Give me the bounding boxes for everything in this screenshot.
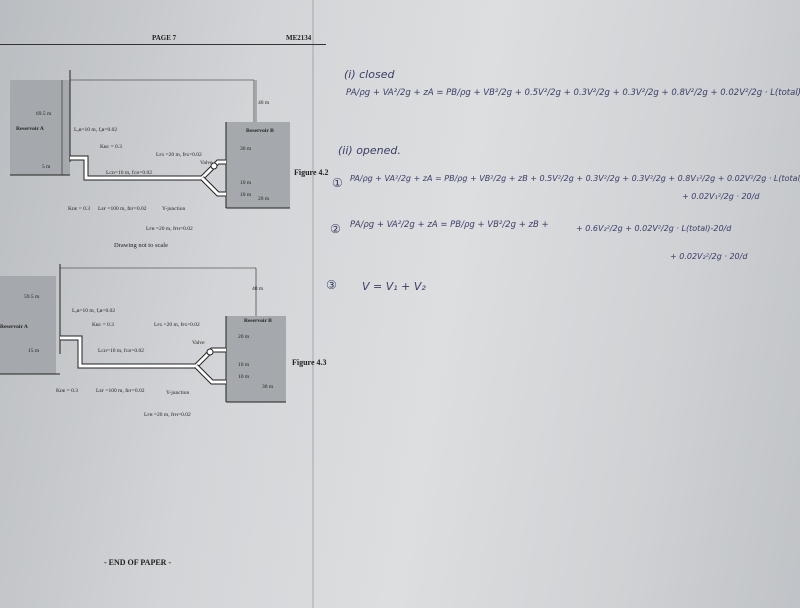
reservoir-b-label: Reservoir B: [244, 318, 272, 324]
closed-equation: PA/ρg + VA²/2g + zA = PB/ρg + VB²/2g + 0…: [346, 88, 800, 98]
pipe-a-to-e: [60, 335, 94, 369]
opened-heading: (ii) opened.: [338, 144, 401, 157]
header-rule: [0, 44, 326, 45]
eq1-number: ①: [332, 176, 343, 190]
closed-heading: (i) closed: [344, 68, 395, 81]
eq2-right: + 0.6V₂²/2g + 0.02V²/2g · L(total)-20/d: [576, 224, 732, 233]
reservoir-a-label: Reservoir A: [16, 126, 44, 132]
depth-a-label: 15 m: [28, 348, 40, 354]
b20-label: 20 m: [238, 334, 250, 340]
b30-label: 30 m: [262, 384, 274, 390]
scale-note: Drawing not to scale: [114, 242, 168, 249]
kde-label: Kᴅᴇ = 0.3: [68, 206, 91, 212]
yjunction-label: Y-junction: [162, 206, 186, 212]
lef-label: Lᴇғ =100 m, fᴇғ=0.02: [96, 388, 145, 394]
b20-label: 20 m: [258, 196, 270, 202]
reservoir-a-water: [0, 276, 56, 374]
figure-4-3-caption: Figure 4.3: [292, 358, 327, 367]
lcd-label: Lᴄᴅ=10 m, fᴄᴅ=0.02: [106, 170, 152, 176]
kbc-label: Kʙᴄ = 0.3: [100, 144, 122, 150]
lcd-label: Lᴄᴅ=10 m, fᴄᴅ=0.02: [98, 348, 144, 354]
eq1: PA/ρg + VA²/2g + zA = PB/ρg + VB²/2g + z…: [350, 174, 800, 183]
end-of-paper: - END OF PAPER -: [104, 558, 172, 567]
lfh-label: Lғʜ =20 m, fғʜ=0.02: [144, 412, 191, 418]
page-number: PAGE 7: [152, 34, 177, 42]
kde-label: Kᴅᴇ = 0.3: [56, 388, 79, 394]
reservoir-b-label: Reservoir B: [246, 128, 274, 134]
eq3: V = V₁ + V₂: [362, 280, 426, 293]
figure-4-2-diagram: [10, 70, 290, 209]
height-a-label: 59.5 m: [24, 294, 40, 300]
lfg-label: Lғɢ =20 m, fғɢ=0.02: [156, 152, 202, 158]
valve-label: Valve: [192, 340, 205, 346]
reservoir-a-label: Reservoir A: [0, 324, 28, 330]
lab-label: Lₐʙ=10 m, fₐʙ=0.02: [74, 127, 118, 133]
b10b-label: 10 m: [238, 374, 250, 380]
kbc-label: Kʙᴄ = 0.3: [92, 322, 114, 328]
reservoir-b-water: [226, 122, 290, 208]
eq2-left: PA/ρg + VA²/2g + zA = PB/ρg + VB²/2g + z…: [350, 220, 549, 230]
lfh-label: Lғʜ =20 m, fғʜ=0.02: [146, 226, 193, 232]
b10a-label: 10 m: [240, 180, 252, 186]
course-code: ME2134: [286, 34, 312, 42]
reservoir-b-water: [226, 316, 286, 402]
valve-icon: [210, 162, 218, 170]
eq2-tail: + 0.02V₂²/2g · 20/d: [670, 252, 748, 261]
gap-b-label: 40 m: [258, 100, 270, 106]
paper-fold: [312, 0, 314, 608]
eq1-tail: + 0.02V₁²/2g · 20/d: [682, 192, 760, 201]
valve-icon: [206, 348, 214, 356]
lef-label: Lᴇғ =100 m, fᴇғ=0.02: [98, 206, 147, 212]
eq2-number: ②: [330, 222, 341, 236]
b10a-label: 10 m: [238, 362, 250, 368]
figure-4-2-caption: Figure 4.2: [294, 168, 329, 177]
figure-4-3-diagram: [0, 264, 286, 403]
valve-label: Valve: [200, 160, 213, 166]
lab-label: Lₐʙ=10 m, fₐʙ=0.02: [72, 308, 116, 314]
b30-label: 30 m: [240, 146, 252, 152]
reservoir-a-water: [10, 80, 70, 175]
yjunction-label: Y-junction: [166, 390, 190, 396]
b10b-label: 10 m: [240, 192, 252, 198]
lfg-label: Lғɢ =20 m, fғɢ=0.02: [154, 322, 200, 328]
depth-a-label: 5 m: [42, 164, 51, 170]
height-a-label: 69.5 m: [36, 111, 52, 117]
eq3-number: ③: [326, 278, 337, 292]
gap-b-label: 40 m: [252, 286, 264, 292]
